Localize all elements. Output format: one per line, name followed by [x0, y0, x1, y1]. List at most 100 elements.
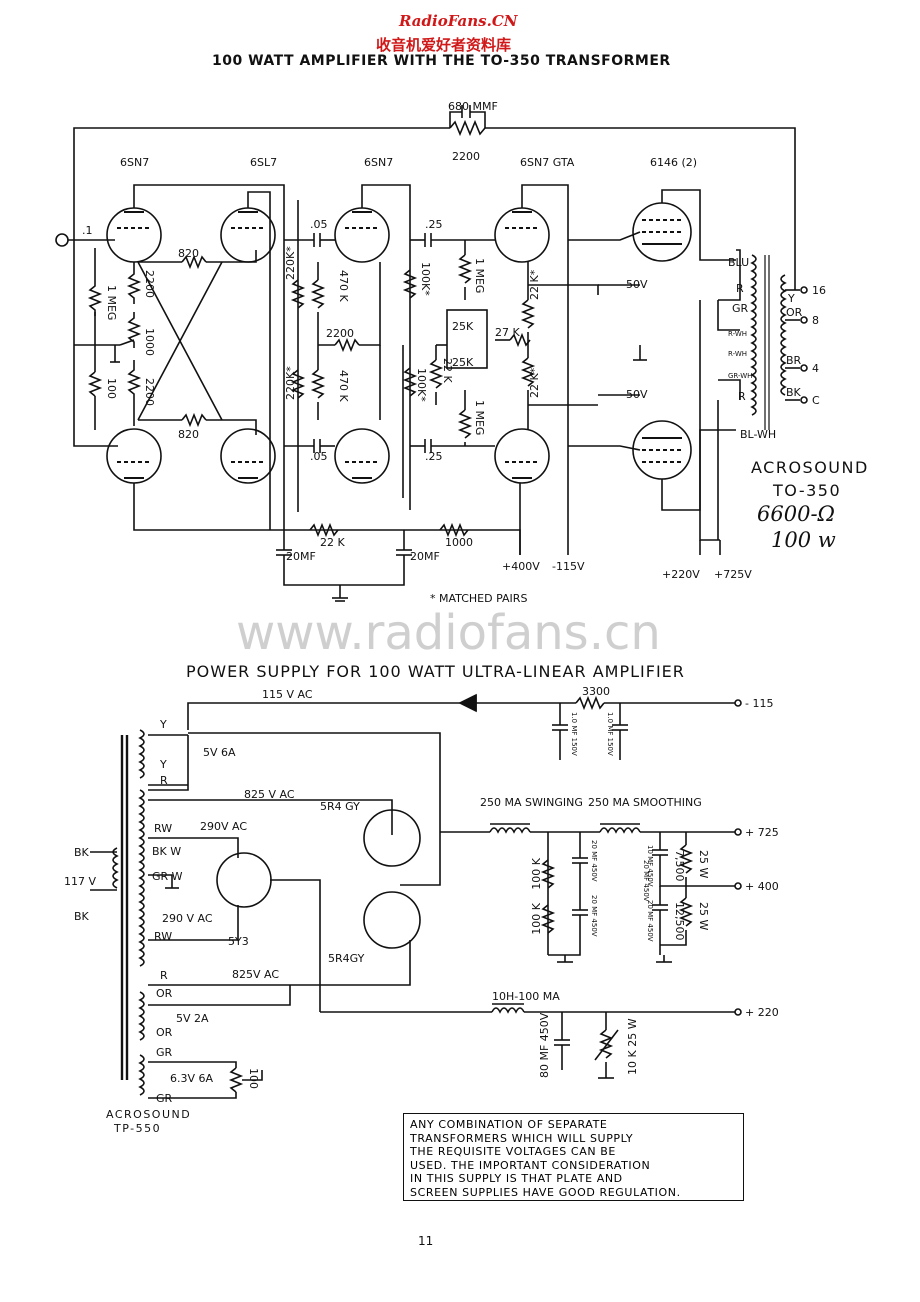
winding-label: Y: [159, 718, 167, 731]
winding-label: 290 V AC: [162, 912, 213, 925]
res-label: 100: [247, 1068, 260, 1089]
cap-label-c5: .25: [425, 450, 443, 463]
matched-pairs-note: * MATCHED PAIRS: [430, 592, 527, 605]
tube-label-v4: 6SN7 GTA: [520, 156, 575, 169]
feedback-res-label: 2200: [452, 150, 480, 163]
winding-label: BK W: [152, 845, 181, 858]
choke-label-10h: 10H-100 MA: [492, 990, 560, 1003]
psu-title: POWER SUPPLY FOR 100 WATT ULTRA-LINEAR A…: [186, 662, 685, 681]
choke-label-swinging: 250 MA SWINGING: [480, 796, 583, 809]
page-number: 11: [418, 1234, 434, 1248]
supply-label-220: +220V: [662, 568, 700, 581]
cap-label: 1.0 MF 150V: [606, 712, 614, 756]
cap-label-c7: 20MF: [410, 550, 440, 563]
res-label: 220K*: [284, 366, 297, 400]
tube-label-v3: 6SN7: [364, 156, 393, 169]
output-transformer-brand: ACROSOUND: [751, 458, 869, 477]
output-tap-16: 16: [812, 284, 826, 297]
output-color-label: BR: [786, 354, 802, 367]
cap-label-input: .1: [82, 224, 93, 237]
res-label: 3300: [582, 685, 610, 698]
output-tap-4: 4: [812, 362, 819, 375]
winding-label: 825V AC: [232, 968, 279, 981]
output-tap-c: C: [812, 394, 820, 407]
res-label: 2200: [143, 378, 156, 406]
site-brand: RadioFans.CN: [399, 12, 518, 30]
res-label: 22 K*: [528, 367, 541, 398]
winding-label: R: [160, 774, 168, 787]
transformer-lead-label: R-WH: [728, 330, 747, 338]
res-label: 820: [178, 247, 199, 260]
amplifier-title: 100 WATT AMPLIFIER WITH THE TO-350 TRANS…: [212, 53, 671, 69]
rectifier-label: 5R4GY: [328, 952, 365, 965]
supply-label-400: +400V: [502, 560, 540, 573]
transformer-lead-label: R-WH: [728, 350, 747, 358]
output-color-label: BK: [786, 386, 802, 399]
winding-label: 5V 2A: [176, 1012, 209, 1025]
cap-label: 20 MF 450V: [590, 895, 598, 937]
cap-label: 80 MF 450V: [538, 1012, 551, 1078]
primary-lead-label: BK: [74, 910, 90, 923]
watermark: www.radiofans.cn: [236, 605, 661, 661]
psu-transformer-model: TP-550: [113, 1122, 161, 1135]
res-label: 25K: [452, 320, 474, 333]
site-brand-cn: 收音机爱好者资料库: [376, 36, 512, 54]
winding-label: RW: [154, 930, 172, 943]
winding-label: R: [160, 969, 168, 982]
winding-label: GR: [156, 1092, 173, 1105]
winding-label: RW: [154, 822, 172, 835]
note-line: IN THIS SUPPLY IS THAT PLATE AND: [410, 1172, 623, 1186]
output-color-label: Y: [787, 292, 795, 305]
res-label: 1 MEG: [473, 258, 486, 293]
tube-label-v1: 6SN7: [120, 156, 149, 169]
bias-label-upper: -50V: [622, 278, 648, 291]
res-label: 22 K: [320, 536, 345, 549]
res-label: 1 MEG: [105, 285, 118, 320]
res-label: 27 K: [495, 326, 520, 339]
res-label: 220K*: [284, 246, 297, 280]
bias-label-lower: -50V: [622, 388, 648, 401]
res-label: 820: [178, 428, 199, 441]
psu-output-label: + 220: [745, 1006, 779, 1019]
primary-voltage-label: 117 V: [64, 875, 96, 888]
winding-label: 5V 6A: [203, 746, 236, 759]
res-label: 1000: [445, 536, 473, 549]
psu-output-label: + 725: [745, 826, 779, 839]
res-label: 2200: [143, 270, 156, 298]
psu-ac-in-label: 115 V AC: [262, 688, 313, 701]
winding-label: GR: [156, 1046, 173, 1059]
winding-label: 290V AC: [200, 820, 247, 833]
winding-label: OR: [156, 987, 173, 1000]
res-label: 25K: [452, 356, 474, 369]
cap-label-c4: .25: [425, 218, 443, 231]
transformer-lead-label: GR-WH: [728, 372, 752, 380]
note-line: TRANSFORMERS WHICH WILL SUPPLY: [410, 1131, 634, 1145]
psu-transformer-brand: ACROSOUND: [106, 1108, 191, 1121]
handwritten-impedance: 6600-Ω: [757, 502, 835, 526]
tube-label-v2: 6SL7: [250, 156, 277, 169]
transformer-lead-label: R: [736, 282, 744, 295]
winding-label: 825 V AC: [244, 788, 295, 801]
cap-label-c2: .05: [310, 218, 328, 231]
feedback-cap-label: 680 MMF: [448, 100, 498, 113]
res-label: 1000: [143, 328, 156, 356]
primary-lead-label: BK: [74, 846, 90, 859]
res-label: 22 K*: [528, 269, 541, 300]
res-label: 12,500: [673, 902, 686, 941]
cap-label: 10 MF 450V: [646, 845, 654, 887]
tube-label-5y3: 5Y3: [228, 935, 249, 948]
note-line: THE REQUISITE VOLTAGES CAN BE: [410, 1145, 616, 1159]
transformer-lead-label: BL-WH: [740, 428, 776, 441]
res-label: 25 W: [697, 902, 710, 930]
cap-label-c6: 20MF: [286, 550, 316, 563]
psu-note-box: ANY COMBINATION OF SEPARATE TRANSFORMERS…: [403, 1113, 744, 1201]
output-tap-8: 8: [812, 314, 819, 327]
note-line: ANY COMBINATION OF SEPARATE: [410, 1118, 608, 1131]
res-label: 100: [105, 378, 118, 399]
note-line: USED. THE IMPORTANT CONSIDERATION: [410, 1158, 651, 1172]
choke-label-smoothing: 250 MA SMOOTHING: [588, 796, 702, 809]
transformer-lead-label: GR: [732, 302, 749, 315]
res-label: 1 MEG: [473, 400, 486, 435]
